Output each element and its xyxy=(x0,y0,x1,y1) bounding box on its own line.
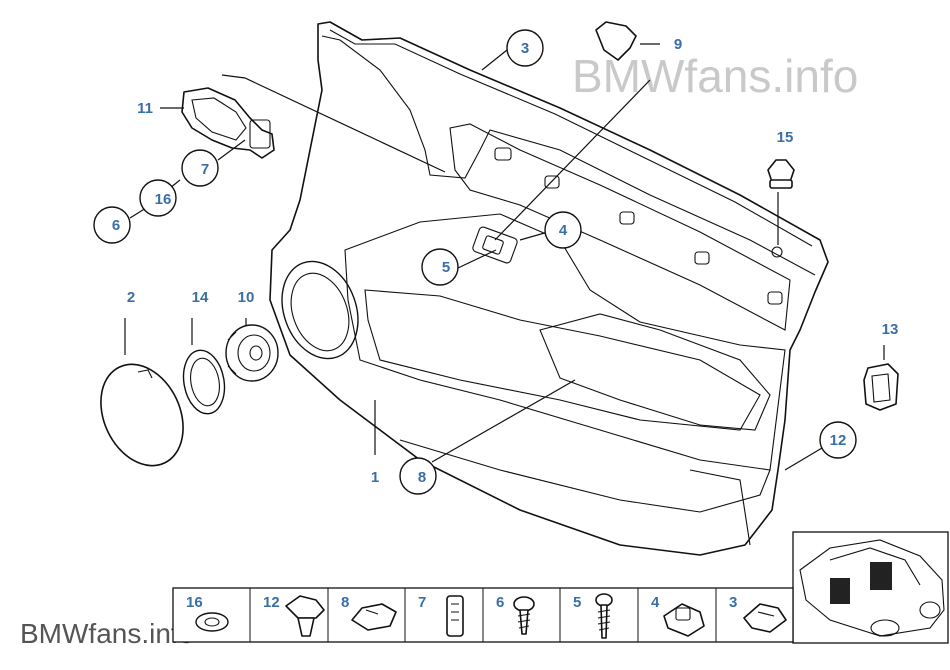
trim-clip-icon xyxy=(351,603,397,631)
callout-3: 3 xyxy=(506,29,544,67)
callout-9-label: 9 xyxy=(674,36,682,53)
expansion-nut-icon xyxy=(446,595,464,637)
strip-label-7: 7 xyxy=(418,594,426,611)
speaker-ring-part-14 xyxy=(182,349,226,415)
strip-label-5: 5 xyxy=(573,594,581,611)
callout-9: 9 xyxy=(674,36,682,53)
callout-6: 6 xyxy=(93,206,131,244)
callout-10: 10 xyxy=(238,289,255,306)
callout-12: 12 xyxy=(819,421,857,459)
clip-part-15 xyxy=(767,159,795,189)
callout-2-label: 2 xyxy=(127,289,135,306)
vehicle-thumbnail xyxy=(792,531,949,644)
callout-1-label: 1 xyxy=(371,469,379,486)
cap-part-9 xyxy=(595,21,637,61)
washer-icon xyxy=(195,612,229,632)
bezel-part-13 xyxy=(863,363,899,411)
callout-8-label: 8 xyxy=(418,469,426,486)
callout-2: 2 xyxy=(127,289,135,306)
screw-6-icon xyxy=(513,596,535,635)
screw-5-icon xyxy=(595,593,613,639)
callout-12-label: 12 xyxy=(830,432,847,449)
door-handle-part-11 xyxy=(181,87,275,159)
callout-7-label: 7 xyxy=(201,161,209,178)
callout-16: 16 xyxy=(139,179,177,217)
callout-11: 11 xyxy=(137,100,153,117)
clip-nut-icon xyxy=(663,603,705,637)
speaker-cover-part-2 xyxy=(100,363,184,467)
callout-6-label: 6 xyxy=(112,217,120,234)
callout-3-label: 3 xyxy=(521,40,529,57)
push-clip-icon xyxy=(285,595,325,637)
strip-label-12: 12 xyxy=(263,594,280,611)
callout-13: 13 xyxy=(882,321,899,338)
callout-16-label: 16 xyxy=(155,191,172,208)
strip-label-6: 6 xyxy=(496,594,504,611)
callout-10-label: 10 xyxy=(238,289,255,306)
loudspeaker-part-10 xyxy=(225,324,279,382)
callout-11-label: 11 xyxy=(137,100,153,117)
callout-5: 5 xyxy=(421,248,459,286)
callout-14-label: 14 xyxy=(192,289,209,306)
callout-4: 4 xyxy=(544,211,582,249)
callout-7: 7 xyxy=(181,149,219,187)
callout-15: 15 xyxy=(777,129,794,146)
callout-4-label: 4 xyxy=(559,222,568,239)
callout-13-label: 13 xyxy=(882,321,899,338)
panel-clip-icon xyxy=(743,603,787,633)
callout-5-label: 5 xyxy=(442,259,450,276)
callout-8: 8 xyxy=(399,457,437,495)
small-parts-strip: 16 12 8 7 6 5 4 3 xyxy=(172,587,794,643)
strip-label-16: 16 xyxy=(186,594,203,611)
callout-15-label: 15 xyxy=(777,129,794,146)
watermark-bottom: BMWfans.info xyxy=(20,618,194,649)
strip-label-3: 3 xyxy=(729,594,737,611)
strip-label-4: 4 xyxy=(651,594,660,611)
callout-1: 1 xyxy=(371,469,379,486)
callout-14: 14 xyxy=(192,289,209,306)
strip-label-8: 8 xyxy=(341,594,349,611)
